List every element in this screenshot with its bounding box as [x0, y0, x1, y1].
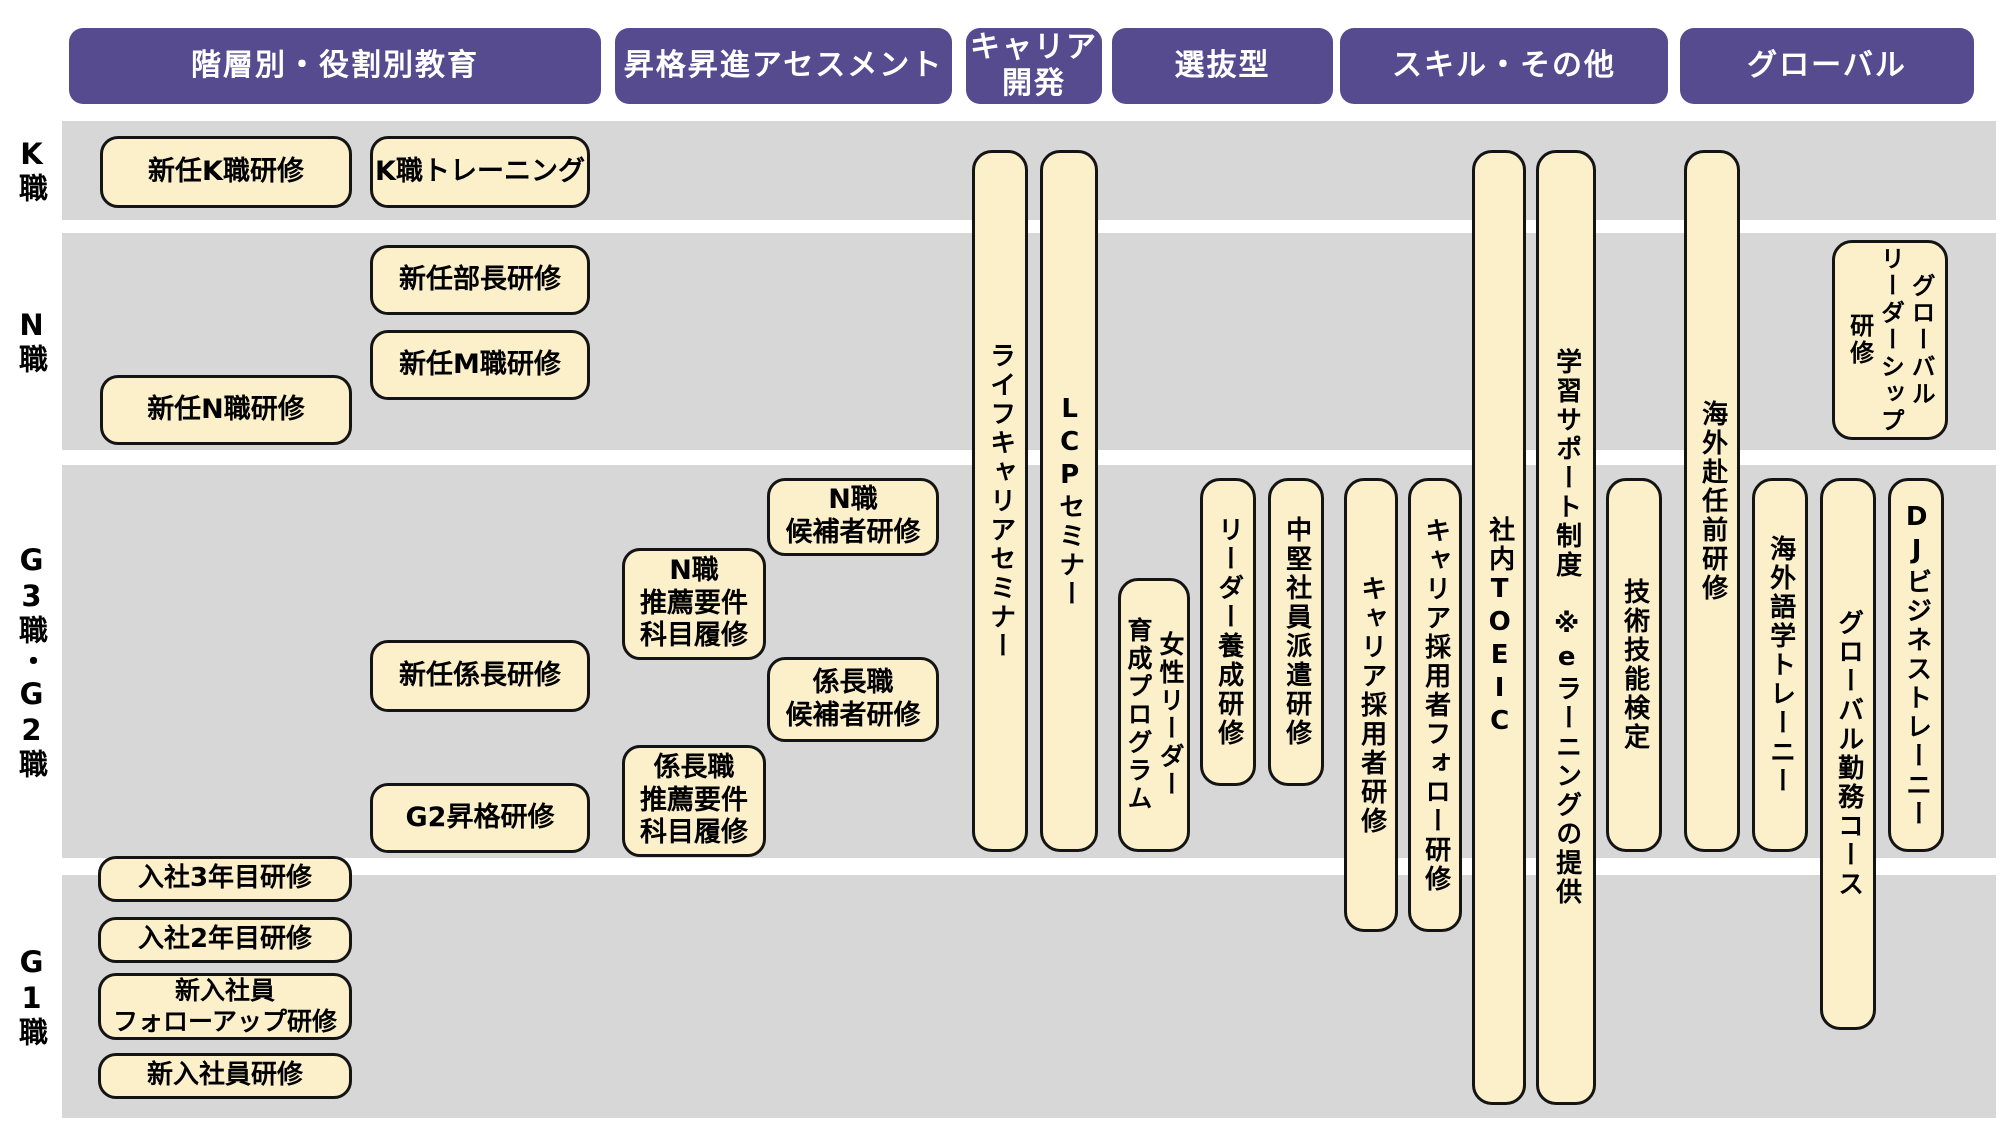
training-box-career-hire-followup-training: キャリア採用者フォロー研修	[1408, 478, 1462, 932]
training-box-global-leadership-training: グローバル リーダーシップ 研修	[1832, 240, 1948, 440]
training-box-new-k-grade-training: 新任K職研修	[100, 136, 352, 208]
training-box-kakaricho-recommendation-courses: 係長職 推薦要件 科目履修	[622, 745, 766, 857]
training-box-global-work-course: グローバル勤務コース	[1820, 478, 1876, 1030]
training-box-g2-promotion-training: G2昇格研修	[370, 783, 590, 853]
training-box-kakaricho-candidate-training: 係長職 候補者研修	[767, 657, 939, 742]
training-box-life-career-seminar: ライフキャリアセミナー	[972, 150, 1028, 852]
training-box-in-house-toeic: 社内TOEIC	[1472, 150, 1526, 1105]
training-box-lcp-seminar: LCPセミナー	[1040, 150, 1098, 852]
training-box-career-hire-training: キャリア採用者研修	[1344, 478, 1398, 932]
training-box-new-n-grade-training: 新任N職研修	[100, 375, 352, 445]
column-header-global: グローバル	[1680, 28, 1974, 104]
training-box-year2-training: 入社2年目研修	[98, 917, 352, 963]
column-header-selective: 選抜型	[1112, 28, 1333, 104]
training-box-pre-overseas-assignment-training: 海外赴任前研修	[1684, 150, 1740, 852]
training-box-k-grade-training: K職トレーニング	[370, 136, 590, 208]
row-band-g1	[62, 875, 1996, 1118]
training-box-overseas-language-trainee: 海外語学トレーニー	[1752, 478, 1808, 852]
training-box-year3-training: 入社3年目研修	[98, 856, 352, 902]
row-label-g1: G1職	[14, 945, 49, 1048]
training-box-technical-skill-certification: 技術技能検定	[1606, 478, 1662, 852]
training-box-n-grade-recommendation-courses: N職 推薦要件 科目履修	[622, 548, 766, 660]
training-box-n-grade-candidate-training: N職 候補者研修	[767, 478, 939, 556]
column-header-promotion-assessment: 昇格昇進アセスメント	[615, 28, 952, 104]
training-box-newcomer-followup-training: 新入社員 フォローアップ研修	[98, 973, 352, 1040]
training-box-new-kakaricho-training: 新任係長研修	[370, 640, 590, 712]
training-box-women-leader-program: 女性リーダー 育成プログラム	[1118, 578, 1190, 852]
training-box-learning-support-system: 学習サポート制度 ※eラーニングの提供	[1536, 150, 1596, 1105]
training-box-new-department-head-training: 新任部長研修	[370, 245, 590, 315]
column-header-career-development: キャリア 開発	[966, 28, 1102, 104]
training-box-new-m-grade-training: 新任M職研修	[370, 330, 590, 400]
row-label-k: K職	[14, 137, 49, 204]
column-header-skills-other: スキル・その他	[1340, 28, 1668, 104]
row-label-n: N職	[14, 308, 49, 375]
training-box-midlevel-dispatch-training: 中堅社員派遣研修	[1268, 478, 1324, 786]
column-header-hierarchy-role-education: 階層別・役割別教育	[69, 28, 601, 104]
row-label-g3g2: G3職・G2職	[14, 543, 49, 780]
training-box-dj-business-trainee: DJビジネストレーニー	[1888, 478, 1944, 852]
training-box-leader-development-training: リーダー養成研修	[1200, 478, 1256, 786]
training-box-newcomer-training: 新入社員研修	[98, 1053, 352, 1099]
